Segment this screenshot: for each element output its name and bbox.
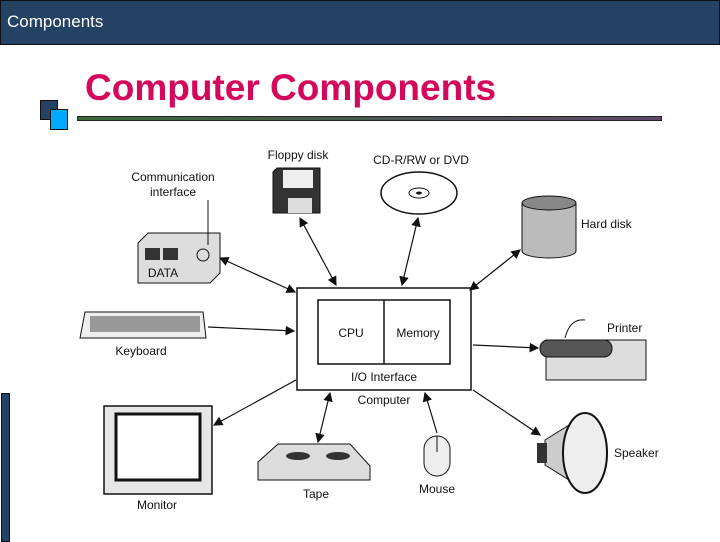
memory-label: Memory xyxy=(396,326,439,340)
floppy-disk-icon xyxy=(272,167,321,214)
title-underline xyxy=(77,116,662,121)
io-interface-label: I/O Interface xyxy=(351,370,417,384)
monitor-icon xyxy=(103,405,213,495)
computer-label: Computer xyxy=(358,393,411,407)
arrow-cd xyxy=(399,216,421,287)
arrow-mouse xyxy=(422,391,438,434)
speaker-label: Speaker xyxy=(614,446,659,460)
slide-title: Computer Components xyxy=(85,67,497,108)
floppy-label: Floppy disk xyxy=(268,148,330,162)
computer-box: CPU Memory I/O Interface Computer xyxy=(296,287,472,407)
tape-icon xyxy=(257,443,371,481)
connection-arrows xyxy=(207,216,541,444)
mouse-icon xyxy=(423,435,451,477)
bullet-square-light xyxy=(50,109,68,130)
arrow-keyboard xyxy=(207,325,296,336)
hard-disk-icon xyxy=(521,195,577,259)
arrow-printer xyxy=(472,342,540,353)
section-title: Components xyxy=(7,12,104,31)
harddisk-label: Hard disk xyxy=(581,217,633,231)
comm-label-line1: Communication xyxy=(131,170,214,184)
modem-icon xyxy=(137,200,221,284)
arrow-speaker xyxy=(472,389,541,436)
tape-label: Tape xyxy=(303,487,329,501)
printer-icon xyxy=(539,319,647,381)
cd-label: CD-R/RW or DVD xyxy=(373,153,469,167)
monitor-label: Monitor xyxy=(137,498,177,512)
cd-icon xyxy=(380,171,458,215)
arrow-tape xyxy=(315,391,333,444)
speaker-icon xyxy=(537,412,608,494)
arrow-harddisk xyxy=(469,249,521,291)
arrow-comm xyxy=(218,257,297,293)
keyboard-icon xyxy=(79,311,207,339)
data-label: DATA xyxy=(148,266,178,280)
arrow-monitor xyxy=(212,379,297,426)
header-bar: Components xyxy=(0,0,720,45)
mouse-label: Mouse xyxy=(419,482,455,496)
comm-label-line2: interface xyxy=(150,185,196,199)
keyboard-label: Keyboard xyxy=(115,344,166,358)
arrow-floppy xyxy=(299,216,337,287)
printer-label: Printer xyxy=(607,321,642,335)
cpu-label: CPU xyxy=(338,326,363,340)
